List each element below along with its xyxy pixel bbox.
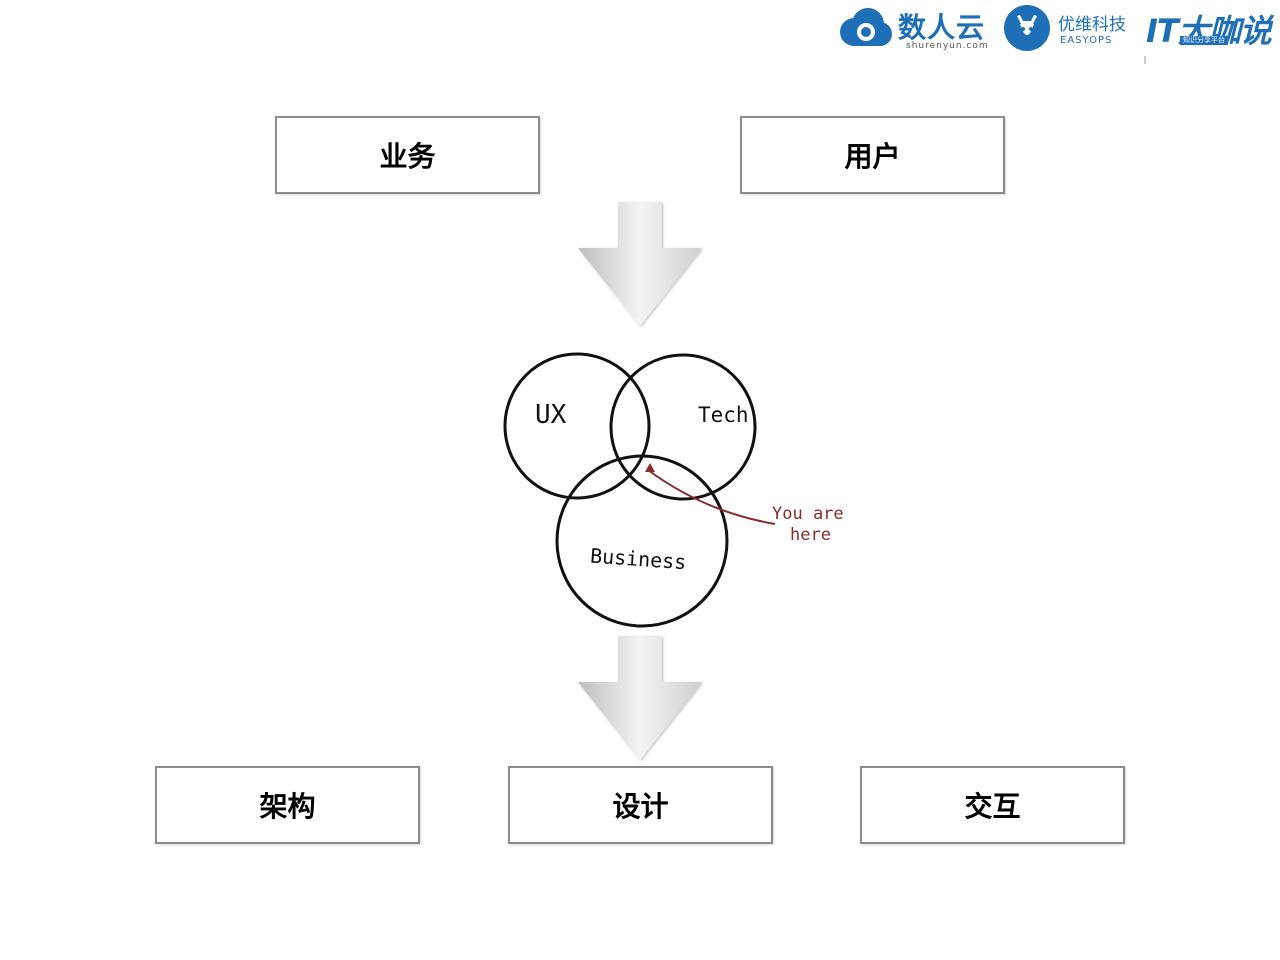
down-arrow-bottom <box>578 636 702 760</box>
ux-circle <box>503 352 651 500</box>
tech-circle <box>609 353 757 501</box>
easyops-name: 优维科技 <box>1058 15 1126 35</box>
annotation-line2: here <box>790 525 831 545</box>
business-circle <box>555 454 729 628</box>
tech-label: Tech <box>698 403 749 427</box>
annotation-arrow <box>647 469 776 525</box>
shurenyun-domain: shurenyun.com <box>906 41 989 51</box>
ux-label: UX <box>535 400 567 430</box>
down-arrow-top <box>578 202 702 326</box>
design-label: 设计 <box>612 790 669 823</box>
design-box: 设计 <box>508 766 773 844</box>
shurenyun-name: 数人云 <box>898 11 986 44</box>
business-box: 业务 <box>275 116 540 194</box>
interaction-label: 交互 <box>964 790 1021 823</box>
easyops-sub: EASYOPS <box>1060 35 1113 46</box>
shurenyun-logo: 数人云 shurenyun.com <box>836 4 991 52</box>
business-label-venn: Business <box>589 544 687 575</box>
easyops-logo: 优维科技 EASYOPS <box>1002 4 1142 52</box>
business-label: 业务 <box>379 140 436 173</box>
cloud-icon <box>840 8 892 46</box>
annotation-line1: You are <box>772 504 844 524</box>
venn-diagram: UX Tech Business You are here <box>503 352 844 628</box>
annotation-arrowhead <box>645 463 655 472</box>
user-box: 用户 <box>740 116 1005 194</box>
divider <box>1144 56 1146 64</box>
interaction-box: 交互 <box>860 766 1125 844</box>
logo-bar: 数人云 shurenyun.com 优维科技 EASYOPS IT大咖说 知识分… <box>830 0 1280 70</box>
user-label: 用户 <box>844 140 901 173</box>
architecture-label: 架构 <box>259 790 316 823</box>
giraffe-icon <box>1004 5 1050 51</box>
itdks-tag: 知识分享平台 <box>1180 36 1228 45</box>
itdks-name: IT大咖说 <box>1146 12 1272 50</box>
itdks-logo: IT大咖说 知识分享平台 <box>1144 6 1276 64</box>
architecture-box: 架构 <box>155 766 420 844</box>
